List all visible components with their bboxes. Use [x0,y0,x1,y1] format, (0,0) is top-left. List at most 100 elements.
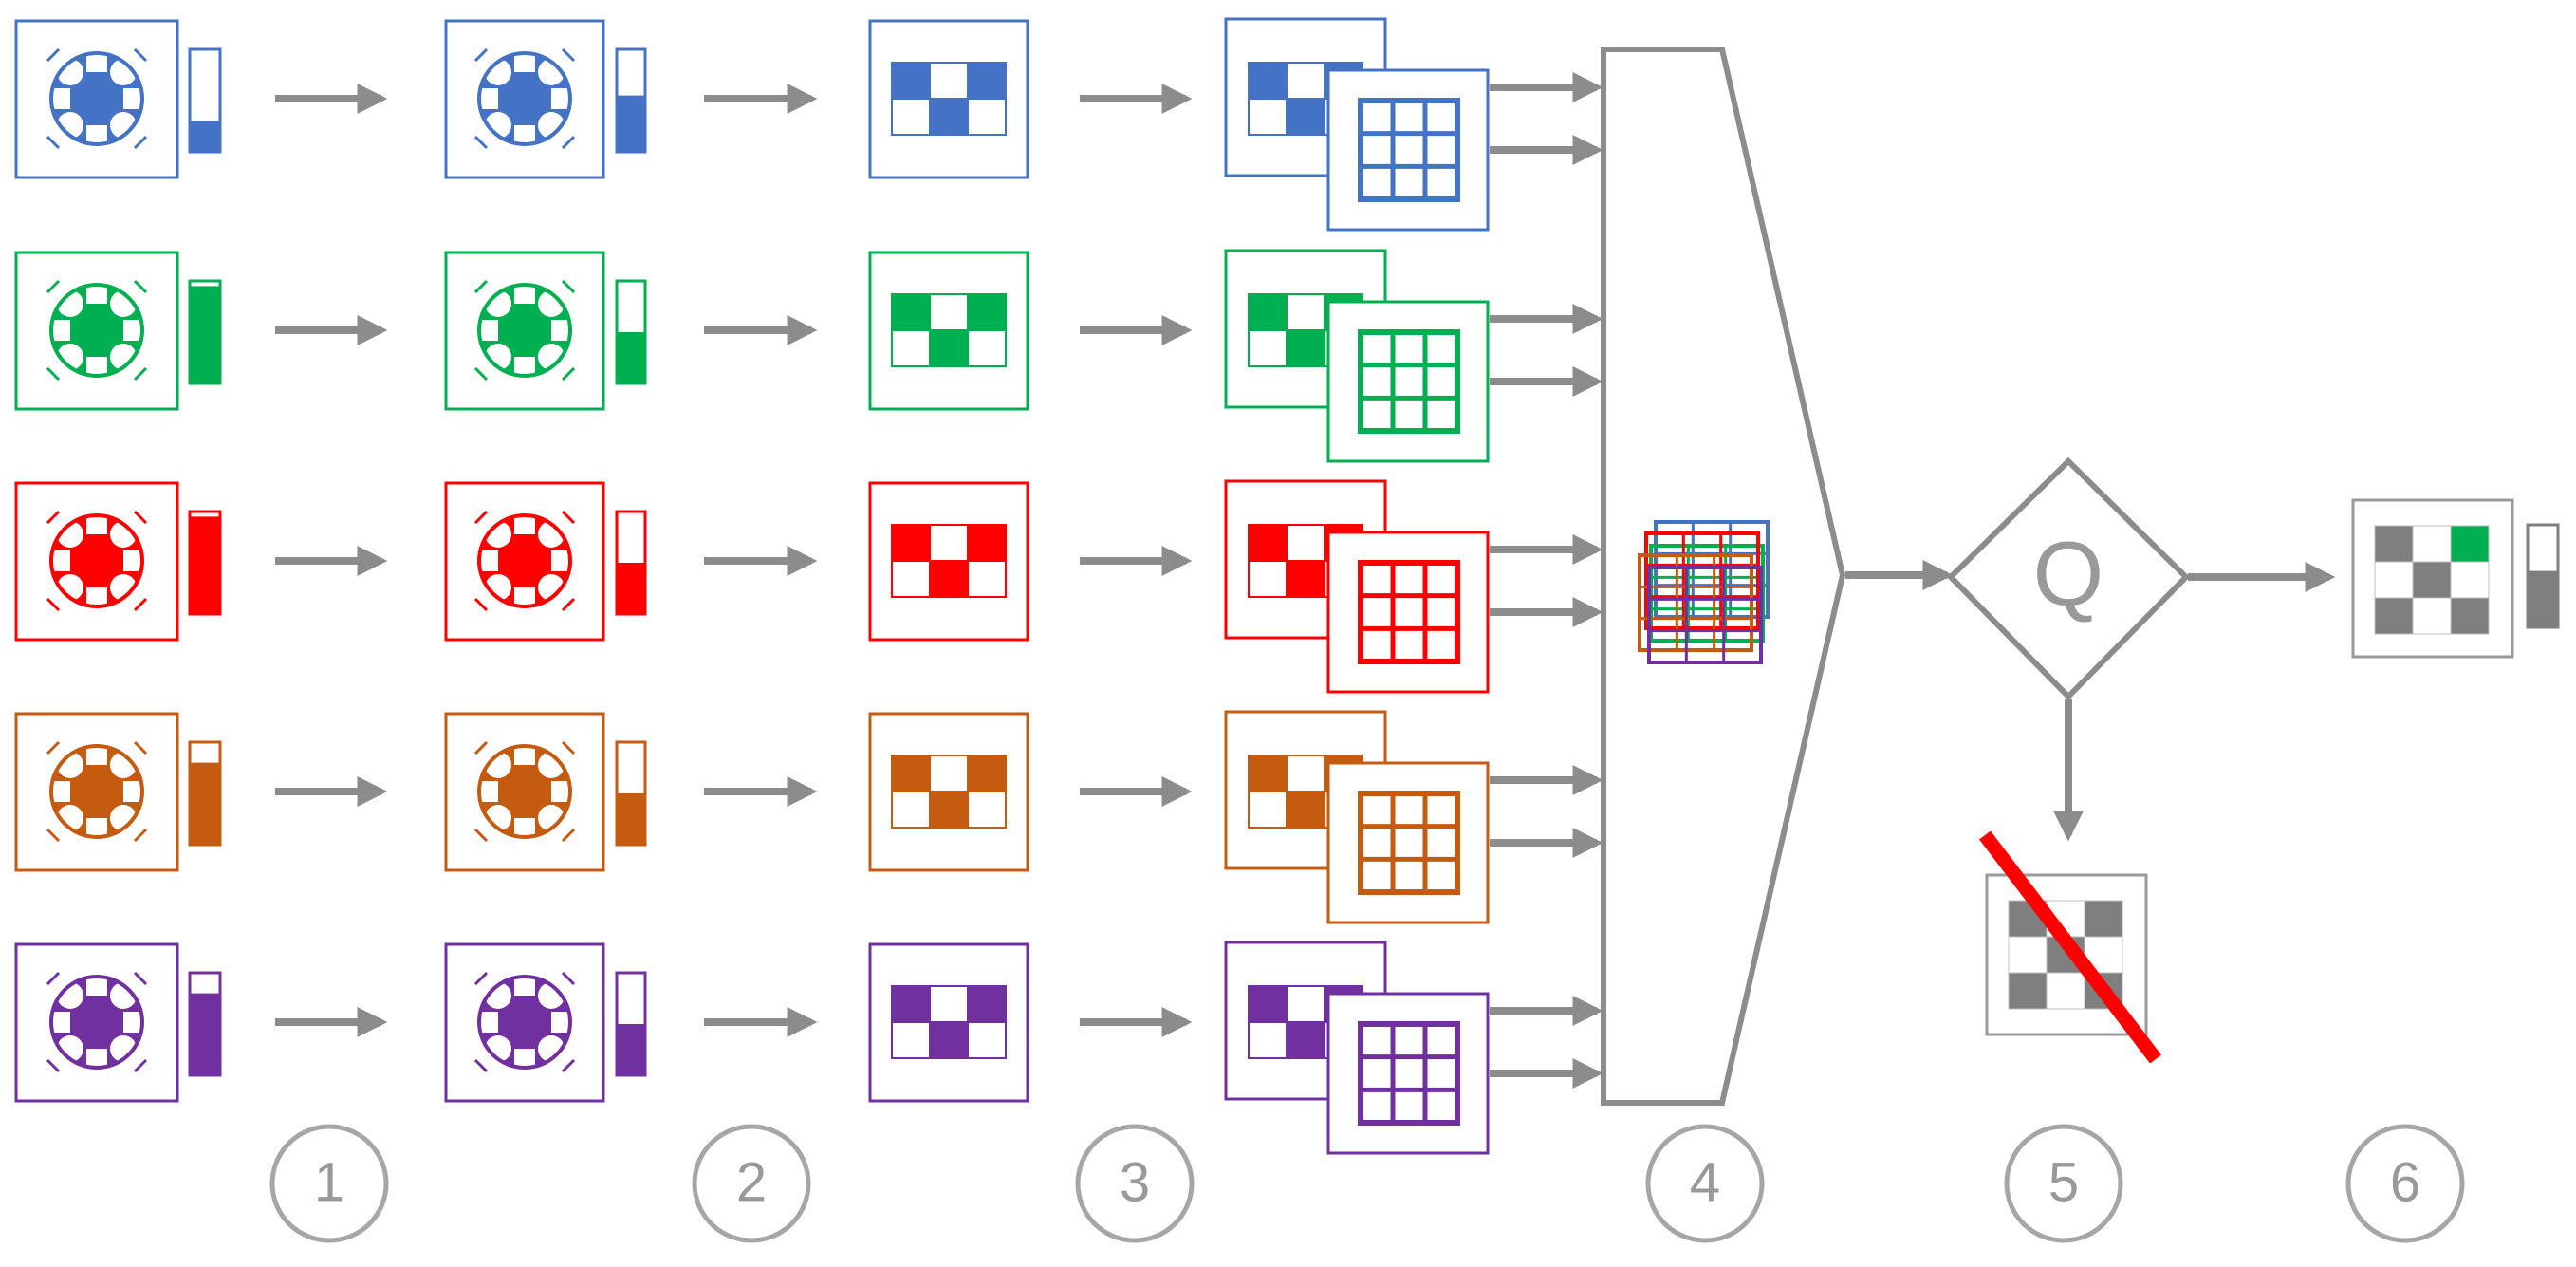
corrected-image [444,942,605,1103]
distorted-rim [477,744,572,839]
checker-cell [1248,560,1288,598]
checker-cell [1248,98,1288,136]
distortion-tick [46,828,61,843]
step-label-3: 3 [1075,1124,1195,1243]
corrected-level-bar [615,971,647,1077]
distortion-tick [561,597,576,612]
checker-cell [967,62,1007,100]
corrected-level-bar-fill [617,332,645,383]
step-label-1: 1 [269,1124,389,1243]
grid-border [1358,98,1460,202]
reject-cross [1979,830,2161,1064]
checker-cell [1286,1021,1325,1059]
raw-image [14,251,179,411]
fused-grid [1638,553,1753,652]
distorted-gap [51,550,70,571]
distorted-gap [514,587,535,606]
distorted-gap [479,88,498,109]
distortion-tick [46,971,61,986]
fused-grid-border [1638,553,1753,652]
distortion-tick [473,740,489,755]
distortion-tick [561,47,576,63]
rectified-image [868,251,1029,411]
quality-diamond [1946,456,2191,701]
distorted-gap [479,550,498,571]
distorted-gap [514,125,535,144]
step-circle [2004,1124,2123,1243]
checker-cell [929,98,969,136]
checker-cell [929,985,969,1023]
distortion-tick [133,510,148,525]
raw-image [14,712,179,872]
distorted-gap [86,53,107,72]
step-number: 5 [2048,1151,2079,1213]
corrected-level-bar-fill [617,95,645,152]
checker-cell [929,1021,969,1059]
distorted-gap [86,977,107,996]
distortion-tick [561,510,576,525]
checker-cell [967,293,1007,331]
rectified-image [868,481,1029,642]
distorted-pattern [46,740,148,843]
distortion-tick [46,510,61,525]
raw-level-bar-fill [190,516,220,614]
checker-cell [967,985,1007,1023]
grid-frame [1326,992,1490,1155]
distorted-gap [551,550,570,571]
step-number: 4 [1690,1151,1720,1213]
distortion-tick [46,366,61,382]
raw-level-bar-fill [190,762,220,845]
output-level-bar-fill [2528,570,2558,627]
step-circle [2345,1124,2465,1243]
checker-cell [967,755,1007,792]
grid-border [1358,1021,1460,1126]
grid-border [1358,791,1460,895]
raw-level-bar-fill [190,121,220,152]
distortion-tick [561,279,576,294]
corrected-level-bar [615,740,647,847]
checker-cell [1248,524,1288,562]
feature-stack [1224,17,1490,232]
distorted-rim [49,283,144,378]
checker-cell [891,755,931,792]
distorted-gap [123,781,142,802]
distorted-rim [477,975,572,1070]
distorted-rim [49,744,144,839]
rejected-cell [2008,936,2048,974]
channel-row [14,710,1603,924]
raw-level-bar [188,971,222,1077]
distorted-gap [479,1012,498,1033]
distorted-pattern [46,971,148,1073]
distorted-gap [551,320,570,341]
channel-rows [14,17,1603,1155]
checker-cell [929,293,969,331]
checker-cell [1286,791,1325,829]
grid-frame [1326,761,1490,924]
distorted-gap [514,515,535,534]
rejected-cell [2084,900,2123,938]
grid-border [1358,560,1460,664]
distortion-tick [133,1058,148,1073]
grid-border [1358,329,1460,434]
distortion-tick [473,135,489,150]
output-cell [2412,597,2452,635]
checker-pattern [891,985,1007,1059]
distorted-pattern [473,47,576,150]
step-label-5: 5 [2004,1124,2123,1243]
distorted-gap [86,125,107,144]
checker-cell [891,560,931,598]
distorted-rim [477,283,572,378]
distorted-gap [123,1012,142,1033]
distortion-tick [133,597,148,612]
step-number: 1 [314,1151,344,1213]
distortion-tick [561,135,576,150]
rejected-output [1979,830,2161,1064]
distorted-gap [51,781,70,802]
output-cell [2450,597,2490,635]
output-level-bar [2526,523,2560,629]
distortion-tick [133,135,148,150]
step-label-6: 6 [2345,1124,2465,1243]
distorted-gap [51,88,70,109]
checker-cell [1286,62,1325,100]
